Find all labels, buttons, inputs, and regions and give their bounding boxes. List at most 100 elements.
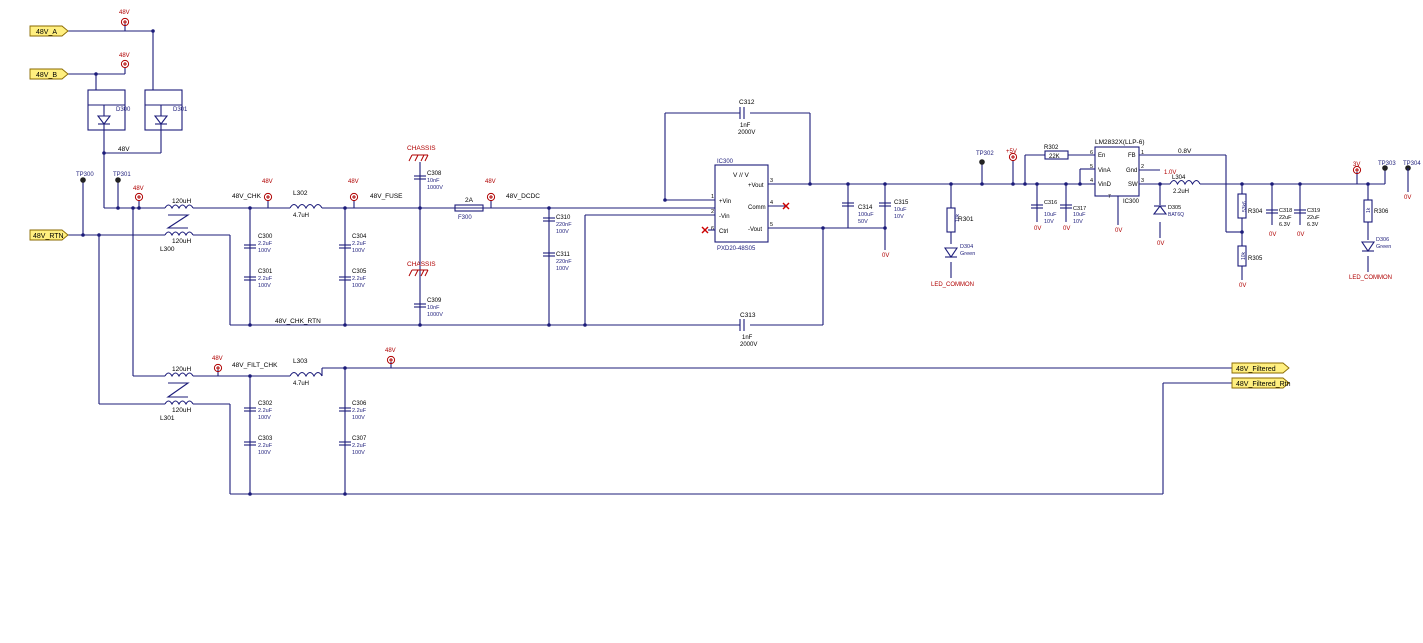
resistor-r302[interactable]: 22K R302 [1044,145,1069,160]
capacitor-c308[interactable]: C308 10nF 1000V [414,171,443,191]
svg-text:100V: 100V [352,248,365,254]
svg-text:3V: 3V [1353,162,1360,168]
svg-text:D300: D300 [116,107,131,113]
capacitor-c305[interactable]: C305 2.2uF 100V [339,269,367,289]
svg-text:48V: 48V [119,10,130,16]
svg-text:0V: 0V [1115,228,1122,234]
svg-text:+5V: +5V [1006,149,1017,155]
svg-text:C313: C313 [740,312,756,319]
inductor-l304[interactable]: L304 2.2uH [1169,175,1201,195]
svg-text:48V: 48V [348,179,359,185]
resistor-r301[interactable]: 10k R301 [946,207,974,233]
capacitor-c314[interactable]: C314 100uF 50V [842,202,874,225]
schottky-d305[interactable]: D305 BAT6Q 0V [1152,205,1184,247]
svg-text:0V: 0V [1157,241,1164,247]
test-point-tp301[interactable]: TP301 [113,172,131,183]
svg-text:C310: C310 [556,215,571,221]
led-d306[interactable]: D306 Green LED_COMMON [1349,237,1392,281]
svg-text:0V: 0V [1404,195,1411,201]
regulator-ic300[interactable]: LM2832X(LLP-6) IC300 En VinA VinD FB Gnd… [1090,139,1145,234]
diode-d300[interactable]: D300 [96,105,131,130]
test-point-tp304[interactable]: TP304 0V [1403,161,1421,201]
svg-text:120uH: 120uH [172,238,191,245]
port-48v-rtn[interactable]: 48V_RTN [29,229,69,241]
svg-text:C305: C305 [352,269,367,275]
capacitor-c318[interactable]: C318 22uF 6.3V 0V [1266,208,1292,238]
inductor-l302[interactable]: L302 4.7uH [289,190,323,219]
svg-text:4: 4 [1090,178,1093,184]
capacitor-c313[interactable]: C313 1nF 2000V [739,312,757,348]
capacitor-c302[interactable]: C302 2.2uF 100V [244,401,273,421]
capacitor-c311[interactable]: C311 220nF 100V [543,252,572,272]
svg-text:120uH: 120uH [172,407,191,414]
test-point-tp302[interactable]: TP302 [976,151,994,165]
svg-text:50V: 50V [858,219,868,225]
no-connect-markers [701,202,790,234]
capacitor-c309[interactable]: C309 10nF 1000V [414,298,443,318]
diode-d301[interactable]: D301 [153,105,188,130]
port-label: 48V_RTN [33,233,64,240]
svg-text:VinA: VinA [1098,168,1111,174]
svg-text:LM2832X(LLP-6): LM2832X(LLP-6) [1095,139,1145,146]
capacitor-c316[interactable]: C316 10uF 10V 0V [1031,200,1057,232]
capacitor-c304[interactable]: C304 2.2uF 100V [339,234,367,254]
net-label-filt-chk: 48V_FILT_CHK [232,362,278,369]
capacitor-c303[interactable]: C303 2.2uF 100V [244,436,273,456]
svg-text:120uH: 120uH [172,366,191,373]
port-label: 48V_B [36,72,57,79]
svg-text:220nF: 220nF [556,259,572,265]
svg-text:10nF: 10nF [427,178,440,184]
ground-0v: 0V [882,253,889,259]
capacitor-c307[interactable]: C307 2.2uF 100V [339,436,367,456]
svg-text:7: 7 [1108,194,1111,200]
svg-text:100uF: 100uF [858,212,874,218]
capacitor-c312[interactable]: C312 1nF 2000V [738,99,755,136]
svg-text:En: En [1098,153,1105,159]
svg-text:1k: 1k [1366,207,1372,213]
capacitor-c310[interactable]: C310 220nF 100V [543,215,572,235]
port-label: 48V_A [36,29,57,36]
capacitor-c301[interactable]: C301 2.2uF 100V [244,269,273,289]
resistor-r303[interactable]: 53k6 R304 [1237,193,1263,219]
port-48v-b[interactable]: 48V_B [29,68,69,80]
common-mode-choke-l300[interactable]: 120uH 120uH L300 [160,198,194,253]
power-3v: 3V [1352,162,1362,175]
svg-text:PXD20-48S05: PXD20-48S05 [717,246,756,252]
svg-text:5: 5 [1090,164,1093,170]
capacitor-c315[interactable]: C315 10uF 10V [879,200,909,220]
port-48v-a[interactable]: 48V_A [29,25,69,37]
svg-text:SW: SW [1128,182,1138,188]
svg-text:V // V: V // V [733,172,750,179]
svg-text:C307: C307 [352,436,367,442]
svg-text:D301: D301 [173,107,188,113]
svg-text:2.2uF: 2.2uF [258,408,273,414]
port-48v-filtered[interactable]: 48V_Filtered [1231,362,1290,374]
capacitor-c300[interactable]: C300 2.2uF 100V [244,234,273,254]
test-point-tp303[interactable]: TP303 [1378,161,1396,171]
test-point-tp300[interactable]: TP300 [76,172,94,183]
dcdc-module-ic300[interactable]: V // V IC300 PXD20-48S05 +Vin -Vin Ctrl … [711,159,773,252]
svg-text:BAT6Q: BAT6Q [1168,212,1184,218]
capacitor-c317[interactable]: C317 10uF 10V 0V [1060,204,1086,232]
svg-text:3: 3 [1141,178,1144,184]
svg-text:22uF: 22uF [1307,215,1320,221]
svg-text:R306: R306 [1374,209,1389,215]
svg-text:C311: C311 [556,252,571,258]
svg-text:Green: Green [1376,244,1391,250]
led-d304[interactable]: D304 Green LED_COMMON [931,244,975,288]
capacitor-c319[interactable]: C319 22uF 6.3V 0V [1294,208,1320,238]
net-label-48v: 48V [118,146,130,153]
svg-text:FB: FB [1128,153,1136,159]
common-mode-choke-l301[interactable]: 120uH 120uH L301 [160,366,194,422]
svg-text:C319: C319 [1307,208,1320,214]
resistor-r305[interactable]: 10k R305 0V [1237,245,1263,289]
svg-text:6.3V: 6.3V [1307,222,1319,228]
capacitor-c306[interactable]: C306 2.2uF 100V [339,401,367,421]
svg-text:C309: C309 [427,298,442,304]
resistor-r306[interactable]: 1k R306 [1363,199,1389,223]
fuse-f300[interactable]: 2A F300 [454,197,484,221]
inductor-l303[interactable]: L303 4.7uH [289,358,323,387]
svg-text:L304: L304 [1172,175,1186,181]
svg-text:LED_COMMON: LED_COMMON [1349,275,1392,281]
port-48v-filtered-rtn[interactable]: 48V_Filtered_Rtn [1231,377,1291,389]
